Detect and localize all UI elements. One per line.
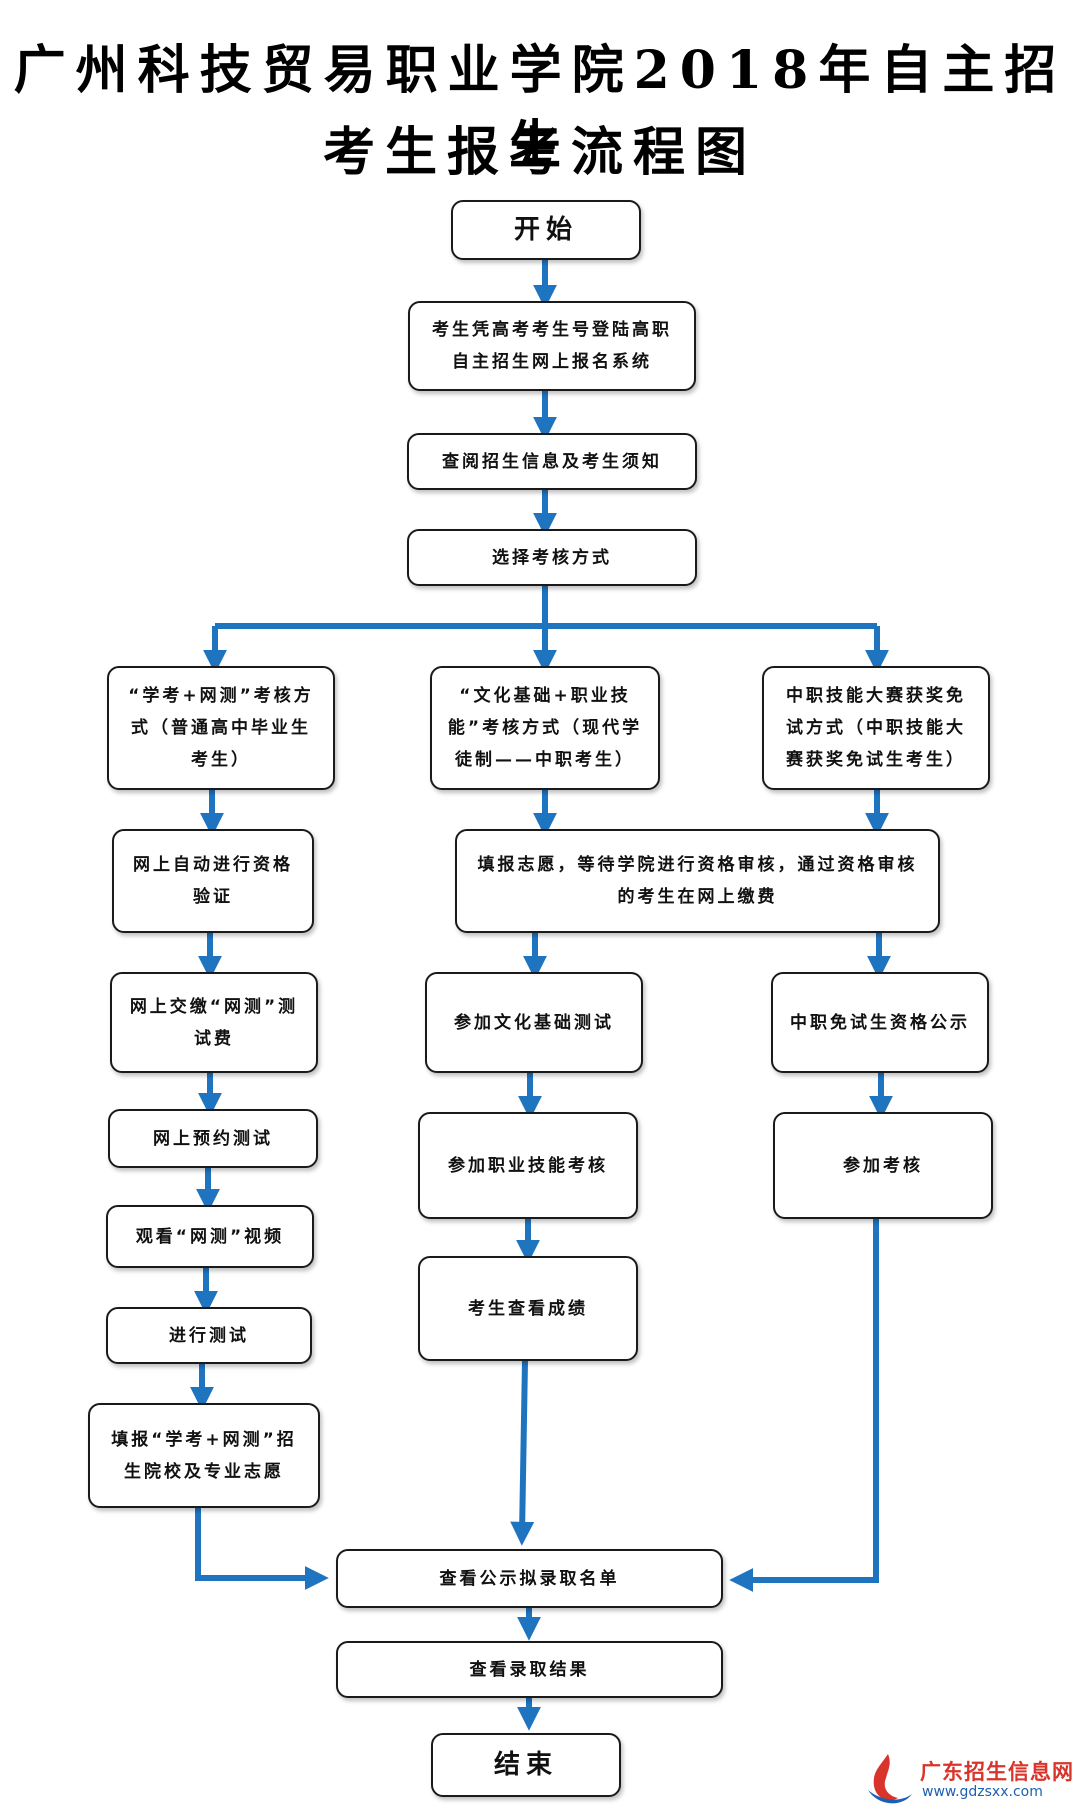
- site-watermark: 广东招生信息网 www.gdzsxx.com: [858, 1748, 1080, 1818]
- page-title: 广州科技贸易职业学院2018年自主招生: [13, 40, 1067, 176]
- node-c-assess: 参加考核: [773, 1112, 993, 1219]
- node-a-book: 网上预约测试: [108, 1109, 318, 1168]
- node-c-publicity: 中职免试生资格公示: [771, 972, 989, 1073]
- flame-logo-icon: [868, 1754, 912, 1804]
- node-b-score: 考生查看成绩: [418, 1256, 638, 1361]
- arrow-score-to-list: [510, 1360, 535, 1546]
- arrow-c-to-list: [729, 1219, 879, 1592]
- arrow-a-to-list: [195, 1508, 329, 1590]
- node-path-a: “学考+网测”考核方式（普通高中毕业生考生）: [107, 666, 335, 790]
- node-a-video: 观看“网测”视频: [106, 1205, 314, 1268]
- node-bc-apply: 填报志愿，等待学院进行资格审核，通过资格审核的考生在网上缴费: [455, 829, 940, 933]
- node-start: 开始: [451, 200, 641, 260]
- node-view-list: 查看公示拟录取名单: [336, 1549, 723, 1608]
- node-login: 考生凭高考考生号登陆高职自主招生网上报名系统: [408, 301, 696, 391]
- watermark-brand: 广东招生信息网: [920, 1760, 1074, 1784]
- node-path-c: 中职技能大赛获奖免试方式（中职技能大赛获奖免试生考生）: [762, 666, 990, 790]
- node-view-result: 查看录取结果: [336, 1641, 723, 1698]
- node-read-info: 查阅招生信息及考生须知: [407, 433, 697, 490]
- node-b-skill: 参加职业技能考核: [418, 1112, 638, 1219]
- node-a-test: 进行测试: [106, 1307, 312, 1364]
- node-a-verify: 网上自动进行资格验证: [112, 829, 314, 933]
- node-b-culture: 参加文化基础测试: [425, 972, 643, 1073]
- node-path-b: “文化基础+职业技能”考核方式（现代学徒制——中职考生）: [430, 666, 660, 790]
- node-end: 结束: [431, 1733, 621, 1797]
- node-a-apply: 填报“学考+网测”招生院校及专业志愿: [88, 1403, 320, 1508]
- node-choose-method: 选择考核方式: [407, 529, 697, 586]
- page-subtitle: 考生报考流程图: [322, 122, 757, 183]
- watermark-url: www.gdzsxx.com: [922, 1784, 1043, 1800]
- node-a-pay: 网上交缴“网测”测试费: [110, 972, 318, 1073]
